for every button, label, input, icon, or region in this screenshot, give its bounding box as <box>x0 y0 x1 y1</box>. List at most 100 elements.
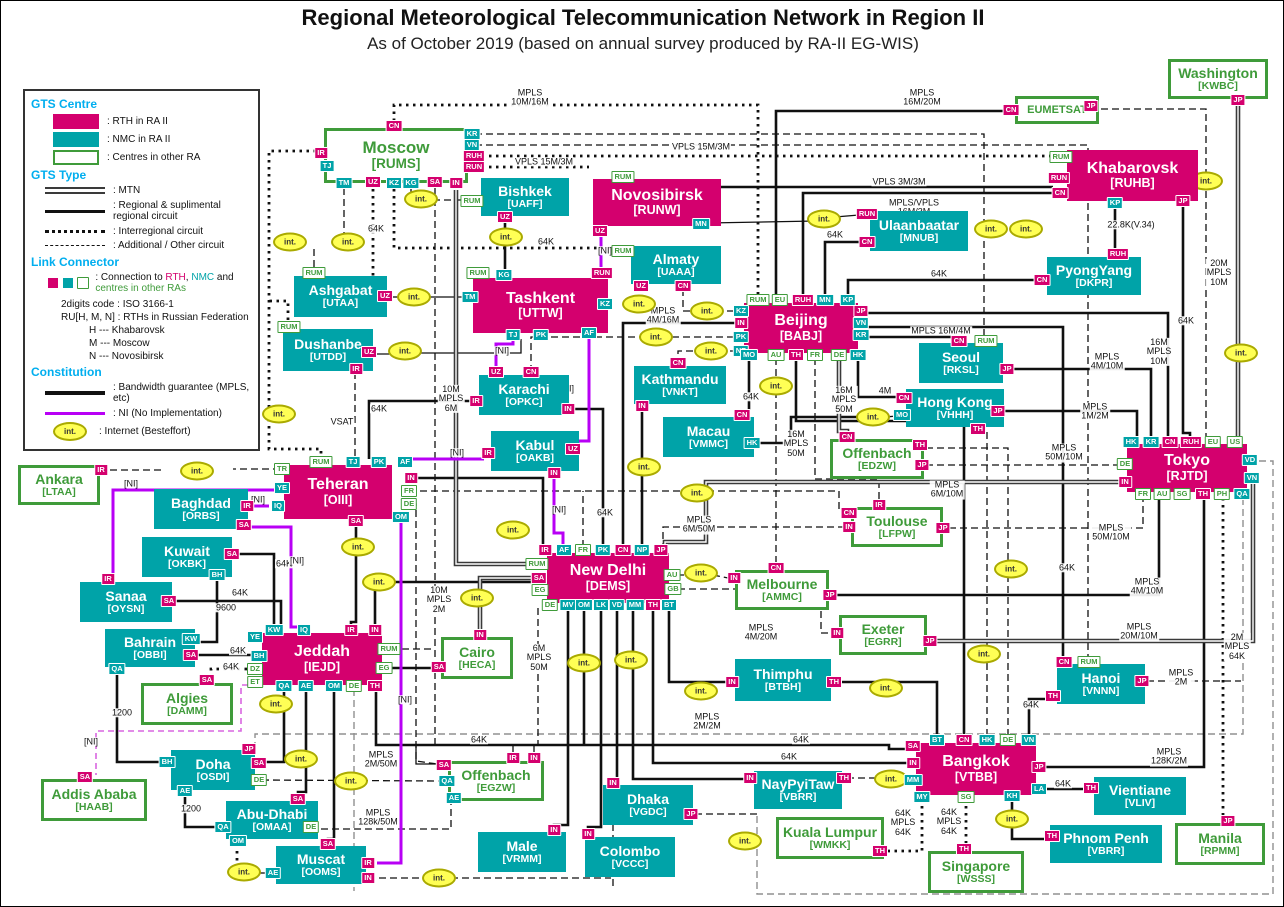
node-baghdad: Baghdad[ORBS] <box>154 489 248 529</box>
node-colombo: Colombo[VCCC] <box>585 837 675 877</box>
connector-tag-qa: QA <box>214 821 232 833</box>
connector-tag-rum: RUM <box>974 335 998 347</box>
connector-tag-om: OM <box>228 835 248 847</box>
link-dashgray <box>756 460 1274 895</box>
internet-cloud: int. <box>639 327 673 347</box>
internet-cloud: int. <box>614 650 648 670</box>
link-bold <box>326 689 336 844</box>
link-label: 64K <box>825 229 845 240</box>
connector-tag-de: DE <box>1116 458 1134 470</box>
link-bold <box>115 673 163 764</box>
node-phnom-penh: Phnom Penh[VBRR] <box>1050 825 1162 863</box>
internet-cloud: int. <box>1009 219 1043 239</box>
internet-cloud: int. <box>180 461 214 481</box>
link-label: MPLS 6M/50M <box>681 514 717 535</box>
node-manila: Manila[RPMM] <box>1175 823 1265 865</box>
node-name: Tokyo <box>1164 452 1210 470</box>
node-tokyo: Tokyo[RJTD] <box>1127 444 1247 492</box>
connector-tag-au: AU <box>767 349 785 361</box>
node-vientiane: Vientiane[VLIV] <box>1094 777 1186 815</box>
connector-tag-sa: SA <box>198 674 216 686</box>
link-dotted <box>392 103 760 300</box>
link-label: MPLS 4M/10M <box>1089 351 1125 372</box>
node-algies: Algies[DAMM] <box>141 683 233 725</box>
node-dhaka: Dhaka[VGDC] <box>603 785 693 825</box>
link-bold <box>373 580 537 632</box>
page-title: Regional Meteorological Telecommunicatio… <box>301 5 985 30</box>
link-label: 10M MPLS 6M <box>437 383 465 414</box>
node-addis-ababa: Addis Ababa[HAAB] <box>41 779 147 821</box>
connector-tag-iq: IQ <box>271 500 285 512</box>
connector-tag-mn: MN <box>816 294 834 306</box>
connector-tag-rum: RUM <box>611 245 635 257</box>
connector-tag-cn: CN <box>674 280 692 292</box>
connector-tag-jp: JP <box>1031 761 1047 773</box>
additional-label: : Additional / Other circuit <box>113 240 225 251</box>
internet-cloud: int. <box>684 681 718 701</box>
connector-tag-kr: KR <box>1142 436 1160 448</box>
link-dash <box>475 133 985 338</box>
connector-tag-ye: YE <box>246 631 264 643</box>
link-label: MPLS 2M <box>1167 667 1195 688</box>
connector-tag-ir: IR <box>314 147 328 159</box>
connector-tag-in: IN <box>727 572 741 584</box>
connector-tag-kp: KP <box>1106 197 1124 209</box>
node-name: Singapore <box>941 857 1011 874</box>
connector-tag-th: TH <box>1083 782 1099 794</box>
connector-tag-tj: TJ <box>319 160 335 172</box>
other-ra-swatch <box>53 150 99 165</box>
connector-tag-af: AF <box>581 327 597 339</box>
link-label: MPLS 4M/16M <box>645 305 681 326</box>
link-label: 64K <box>1053 778 1073 789</box>
connector-tag-run: RUN <box>855 208 879 220</box>
node-code: [UAFF] <box>507 197 543 210</box>
connector-tag-mo: MO <box>892 409 912 421</box>
node-name: Vientiane <box>1109 781 1171 798</box>
rth-swatch <box>53 114 99 129</box>
node-name: Hanoi <box>1081 669 1121 686</box>
node-name: Bangkok <box>942 753 1010 771</box>
connector-tag-jp: JP <box>990 405 1006 417</box>
link-label: 16M MPLS 50M <box>782 428 810 459</box>
connector-tag-tr: TR <box>274 463 290 475</box>
connector-tag-rum: RUM <box>277 321 301 333</box>
link-bold <box>823 240 861 300</box>
connector-tag-vn: VN <box>1243 472 1261 484</box>
connector-tag-th: TH <box>1044 830 1060 842</box>
connector-tag-eu: EU <box>1204 436 1222 448</box>
node-code: [VHHH] <box>936 408 974 421</box>
connector-tag-kp: KP <box>839 294 857 306</box>
connector-tag-in: IN <box>449 177 463 189</box>
node-khabarovsk: Khabarovsk[RUHB] <box>1067 150 1198 201</box>
legend-gts-centre-title: GTS Centre <box>31 97 98 111</box>
node-name: Doha <box>195 755 231 772</box>
connector-tag-bt: BT <box>661 599 677 611</box>
internet-cloud: int. <box>460 588 494 608</box>
interregional-label: : Interregional circuit <box>113 225 204 237</box>
connector-tag-ir: IR <box>240 500 254 512</box>
connector-tag-in: IN <box>906 757 920 769</box>
node-code: [UTTW] <box>518 306 563 321</box>
internet-cloud: int. <box>227 862 261 882</box>
node-code: [DAMM] <box>167 704 207 717</box>
connector-tag-qa: QA <box>275 680 293 692</box>
connector-tag-cn: CN <box>1033 274 1051 286</box>
node-name: PyongYang <box>1055 261 1133 278</box>
connector-tag-af: AF <box>556 544 572 556</box>
connector-tag-sa: SA <box>235 519 253 531</box>
link-label: 64K <box>929 268 949 279</box>
internet-cloud: int. <box>1224 343 1258 363</box>
link-label: 64K <box>369 403 389 414</box>
connector-tag-de: DE <box>400 498 418 510</box>
connector-tag-af: AF <box>397 456 413 468</box>
connector-tag-in: IN <box>547 824 561 836</box>
connector-tag-et: ET <box>247 676 263 688</box>
connector-tag-uz: UZ <box>361 346 377 358</box>
link-bold <box>374 689 907 751</box>
connector-tag-kz: KZ <box>733 305 749 317</box>
connector-tag-gb: GB <box>664 583 682 595</box>
internet-cloud: int. <box>397 287 431 307</box>
connector-tag-ir: IR <box>101 573 115 585</box>
connector-tag-au: AU <box>1153 488 1171 500</box>
